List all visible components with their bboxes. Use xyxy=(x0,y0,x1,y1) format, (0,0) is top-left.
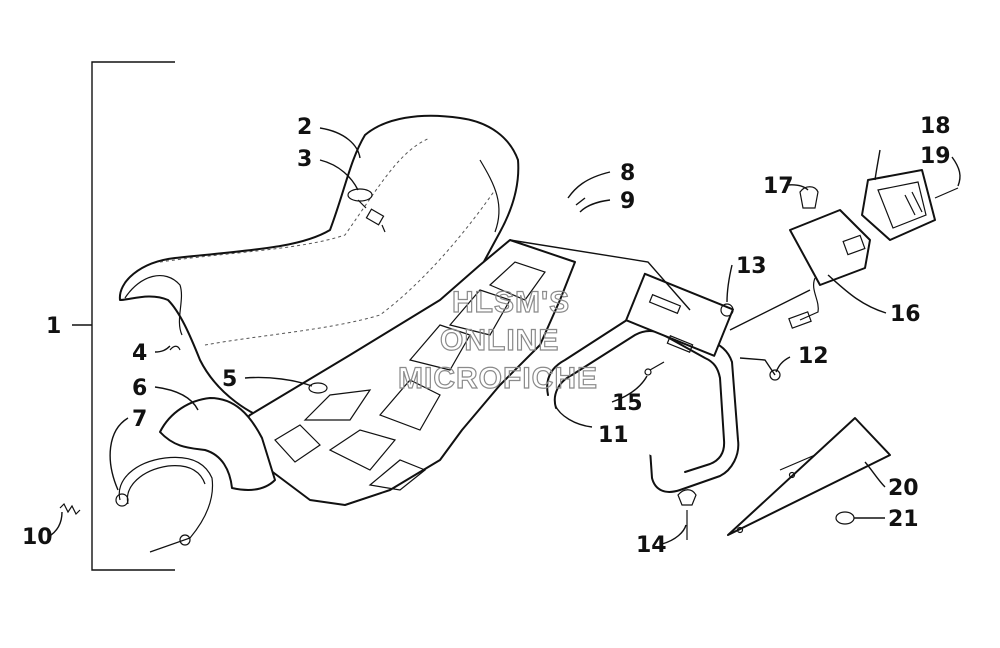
callout-12: 12 xyxy=(798,344,829,369)
callout-14: 14 xyxy=(636,533,667,558)
callout-2: 2 xyxy=(297,115,312,140)
callout-18: 18 xyxy=(920,114,951,139)
small-hardware xyxy=(59,188,373,516)
callout-11: 11 xyxy=(598,423,629,448)
callout-9: 9 xyxy=(620,189,635,214)
callout-3: 3 xyxy=(297,147,312,172)
callout-1: 1 xyxy=(46,314,61,339)
watermark-line-1: HLSM'S xyxy=(452,286,570,319)
callout-20: 20 xyxy=(888,476,919,501)
callout-13: 13 xyxy=(736,254,767,279)
grab-handle xyxy=(546,272,740,493)
front-trim xyxy=(159,397,276,491)
callout-8: 8 xyxy=(620,161,635,186)
grommet xyxy=(835,511,855,525)
callout-6: 6 xyxy=(132,376,147,401)
watermark: HLSM'S ONLINE MICROFICHE xyxy=(397,285,598,395)
callout-16: 16 xyxy=(890,302,921,327)
taillight-assembly xyxy=(788,169,959,329)
mud-flap xyxy=(727,417,891,536)
callout-17: 17 xyxy=(763,174,794,199)
callout-21: 21 xyxy=(888,507,919,532)
callout-labels: 1 2 3 4 5 6 7 8 9 10 11 12 13 14 15 16 1… xyxy=(22,114,951,558)
watermark-line-2: ONLINE xyxy=(440,324,559,357)
assembly-bracket xyxy=(72,61,175,571)
callout-7: 7 xyxy=(132,407,147,432)
leader-lines xyxy=(47,127,961,545)
callout-19: 19 xyxy=(920,144,951,169)
seat-screw xyxy=(357,199,386,233)
watermark-line-3: MICROFICHE xyxy=(398,362,598,395)
callout-5: 5 xyxy=(222,367,237,392)
callout-4: 4 xyxy=(132,341,147,366)
handle-hardware xyxy=(644,303,781,540)
callout-15: 15 xyxy=(612,391,643,416)
seat-strap xyxy=(115,456,214,553)
callout-10: 10 xyxy=(22,525,53,550)
seat-base xyxy=(234,239,576,506)
